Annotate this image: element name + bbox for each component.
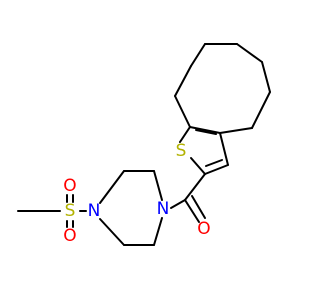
bond-thio-c2-s bbox=[190, 157, 206, 175]
bond-pip-4 bbox=[153, 217, 163, 246]
atom-carbonyl-oxygen: O bbox=[197, 219, 210, 239]
bond-thio-c3-c2-inner bbox=[205, 159, 223, 167]
structure-canvas: S O O N N O S bbox=[17, 43, 271, 246]
atom-piperazine-nitrogen-left: N bbox=[88, 201, 101, 221]
bond-thio-c7a-c3a-inner bbox=[195, 129, 217, 135]
atom-sulfonyl-oxygen-bottom: O bbox=[63, 226, 76, 246]
bond-pip-6 bbox=[99, 218, 125, 246]
bond-thio-c3-c2 bbox=[204, 164, 229, 175]
bond-carbonyl-oxygen-b bbox=[191, 195, 206, 219]
molecule-drawing: S O O N N O S bbox=[17, 43, 271, 246]
bond-pip-3 bbox=[153, 170, 163, 201]
bond-carbonyl-oxygen-a bbox=[184, 199, 200, 223]
bond-ring8-1 bbox=[174, 95, 191, 128]
bond-pip-1 bbox=[99, 170, 125, 204]
bonds bbox=[17, 43, 271, 246]
atom-sulfonyl-oxygen-top: O bbox=[63, 176, 76, 196]
atom-sulfonyl-sulfur: S bbox=[65, 201, 76, 221]
bond-carbonyl-thiophene bbox=[184, 173, 206, 201]
bond-thio-c3a-c3 bbox=[219, 132, 229, 166]
bond-ring8-6 bbox=[261, 61, 271, 93]
bond-nitrogen-carbonyl bbox=[170, 199, 186, 209]
bond-ring8-2 bbox=[174, 65, 192, 97]
bond-thio-s-c7a bbox=[179, 126, 191, 143]
bond-ring8-5 bbox=[236, 43, 263, 63]
atom-labels: S O O N N O S bbox=[63, 141, 210, 246]
atom-piperazine-nitrogen-right: N bbox=[157, 199, 170, 219]
bond-ring8-8 bbox=[219, 127, 253, 134]
bond-ring8-7 bbox=[251, 91, 271, 129]
bond-thio-c7a-c3a bbox=[189, 126, 221, 134]
atom-thiophene-sulfur: S bbox=[176, 141, 187, 161]
bond-ring8-3 bbox=[190, 43, 206, 67]
